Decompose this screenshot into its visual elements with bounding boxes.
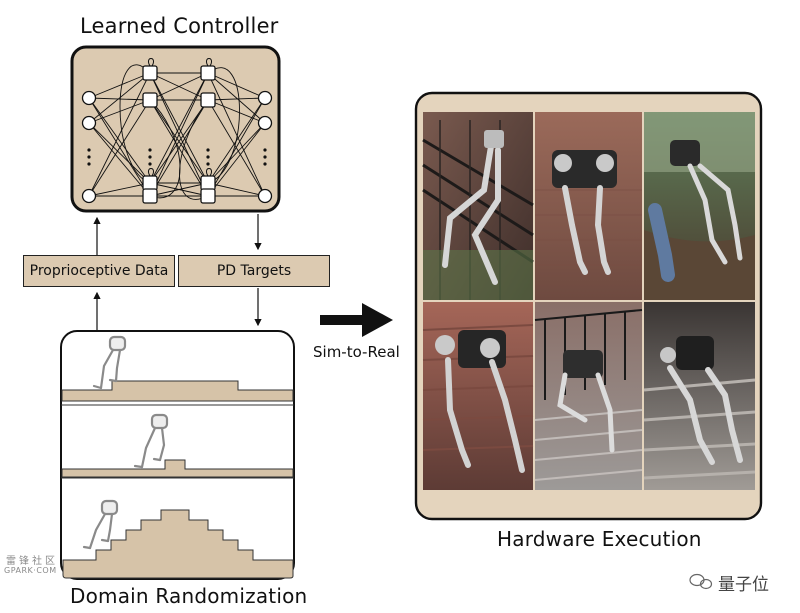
sim-robot-3 xyxy=(82,499,119,550)
hardware-execution-title: Hardware Execution xyxy=(497,527,702,551)
controller-box xyxy=(70,45,281,213)
flow-arrows xyxy=(93,214,262,330)
sim-to-real-label: Sim-to-Real xyxy=(313,343,400,361)
photo-tile-3 xyxy=(644,112,755,300)
proprioceptive-data-label: Proprioceptive Data xyxy=(29,263,169,279)
pd-targets-label: PD Targets xyxy=(216,263,292,279)
watermark-right: 量子位 xyxy=(718,575,769,595)
photo-tile-1 xyxy=(422,112,534,300)
photo-tile-4 xyxy=(422,302,534,490)
sim-robot-2 xyxy=(133,413,169,469)
controller-title: Learned Controller xyxy=(80,14,279,38)
pd-targets-box: PD Targets xyxy=(178,255,330,287)
domain-randomization-title: Domain Randomization xyxy=(70,584,308,608)
photo-tile-6 xyxy=(643,302,756,490)
sim-robot-1 xyxy=(92,335,127,390)
terrain-step-1 xyxy=(61,380,294,402)
proprioceptive-data-box: Proprioceptive Data xyxy=(23,255,175,287)
wechat-icon xyxy=(689,573,713,590)
photo-tile-2 xyxy=(535,112,642,300)
terrain-step-2 xyxy=(61,459,294,478)
sim-to-real-arrow xyxy=(320,303,393,337)
watermark-left-bottom: GPARK·COM xyxy=(4,566,57,575)
network-connections xyxy=(88,58,266,200)
ellipsis-dots xyxy=(87,148,267,166)
terrain-stairs xyxy=(62,509,294,579)
network-nodes xyxy=(81,65,273,204)
photo-tile-5 xyxy=(534,302,643,490)
watermark-left-top: 雷锋社区 xyxy=(6,556,58,567)
